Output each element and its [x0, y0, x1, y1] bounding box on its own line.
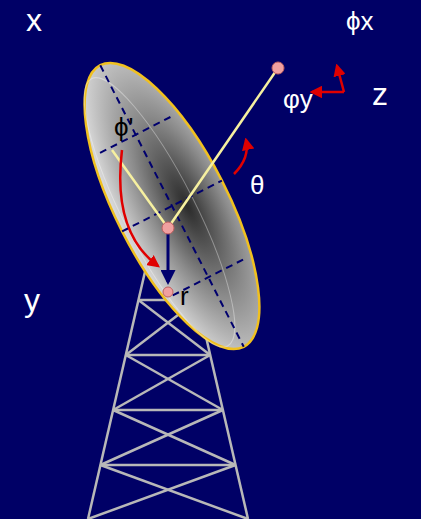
phi-y-arrow — [312, 91, 344, 94]
dish-reflector — [50, 40, 293, 372]
phi-x-arrow — [337, 66, 344, 92]
source-point — [163, 287, 173, 297]
far-point — [272, 62, 284, 74]
axis-label: z — [372, 78, 388, 110]
phi-prime-arc — [120, 150, 158, 266]
angle-label: θ — [250, 172, 264, 198]
axis-label: x — [26, 4, 42, 36]
axis-label: y — [24, 284, 40, 316]
unit-vector-label: ϕx — [346, 8, 374, 34]
theta-arc — [234, 140, 247, 174]
feed-point — [162, 222, 174, 234]
unit-vector-label: φy — [283, 86, 313, 112]
vector-label: r — [180, 283, 189, 309]
r-vector — [167, 232, 170, 282]
observation-line — [168, 68, 278, 228]
angle-label: ϕ' — [114, 114, 134, 140]
